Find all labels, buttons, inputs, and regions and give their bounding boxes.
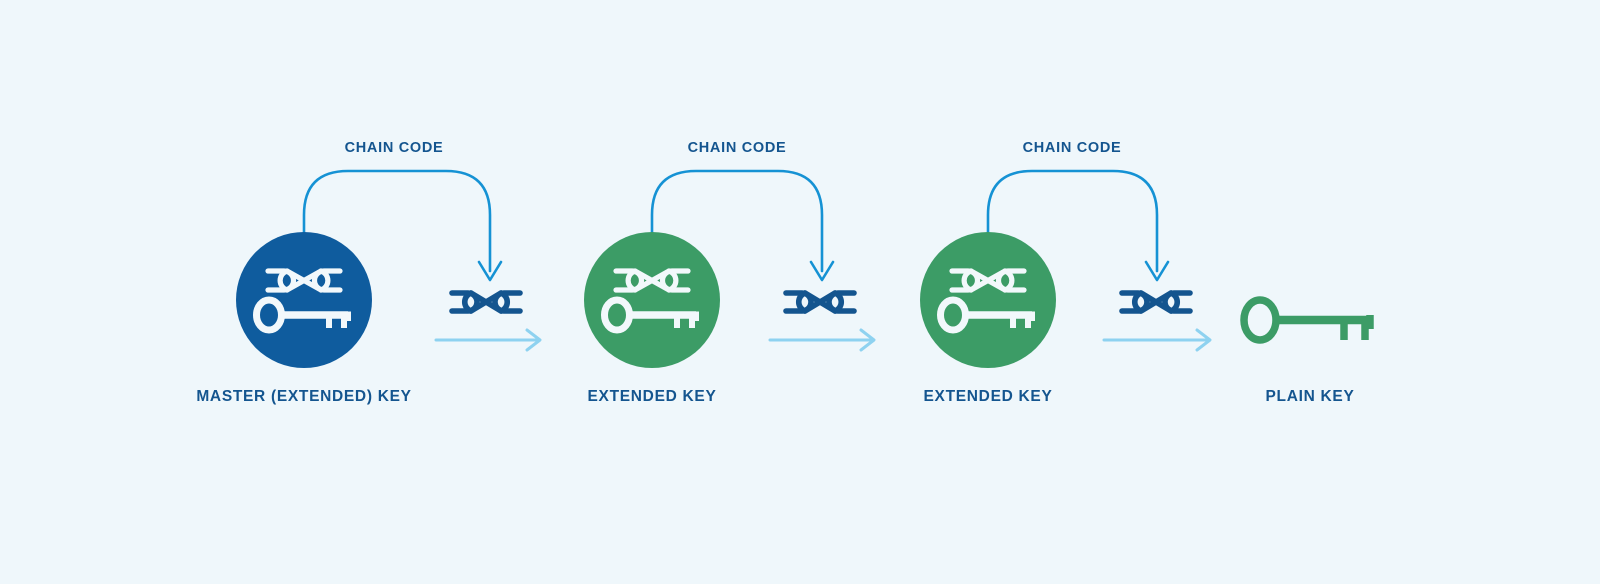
stage-3-group[interactable]: CHAIN CODE EXTENDED KEY: [920, 140, 1212, 405]
stage-3-chain-code-label: CHAIN CODE: [1023, 140, 1122, 156]
stage-2-chain-code-label: CHAIN CODE: [688, 140, 787, 156]
stage-1-flow-arrow: [434, 328, 542, 352]
stage-2-flow-arrow: [768, 328, 876, 352]
stage-3-circle[interactable]: [920, 232, 1056, 368]
stage-final-group[interactable]: PLAIN KEY: [1244, 300, 1370, 405]
stage-1-chain-arrow: [302, 169, 503, 286]
stage-2-group[interactable]: CHAIN CODE EXTENDED KEY: [584, 140, 876, 405]
stage-2-chain-arrow: [650, 169, 835, 286]
stage-3-flow-arrow: [1102, 328, 1212, 352]
stage-1-group[interactable]: CHAIN CODE MASTER (EXTENDED) KEY: [196, 140, 542, 405]
stage-1-label: MASTER (EXTENDED) KEY: [196, 388, 411, 405]
stage-3-label: EXTENDED KEY: [924, 388, 1053, 405]
stage-2-circle[interactable]: [584, 232, 720, 368]
stage-2-label: EXTENDED KEY: [588, 388, 717, 405]
stage-final-label: PLAIN KEY: [1266, 388, 1355, 405]
stage-1-circle[interactable]: [236, 232, 372, 368]
stage-3-chain-arrow: [986, 169, 1170, 286]
stage-1-chain-code-label: CHAIN CODE: [345, 140, 444, 156]
